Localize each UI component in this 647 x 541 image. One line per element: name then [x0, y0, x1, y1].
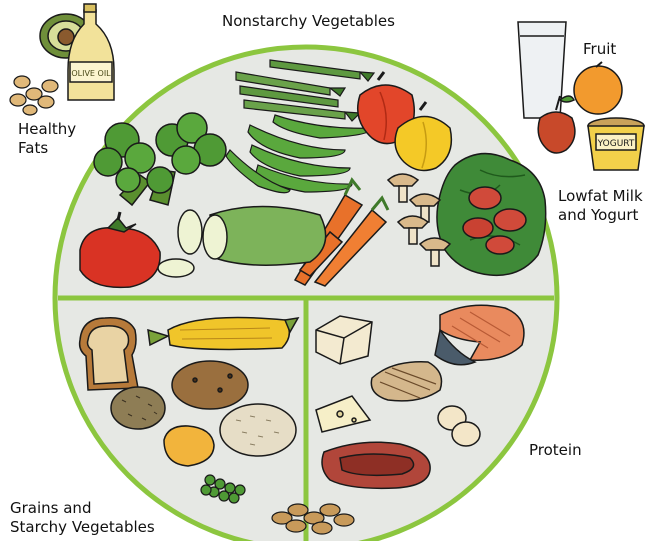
label-lowfat-milk-yogurt: Lowfat Milk and Yogurt: [558, 187, 643, 225]
bread-illustration: [80, 318, 138, 390]
label-nonstarchy-text: Nonstarchy Vegetables: [222, 12, 395, 31]
plate: [55, 47, 557, 541]
label-healthy-fats-line2: Fats: [18, 139, 76, 158]
yogurt-label: YOGURT: [597, 139, 635, 149]
peanuts-illustration: [10, 76, 58, 115]
label-milk-line2: and Yogurt: [558, 206, 643, 225]
yogurt-cup-illustration: YOGURT: [588, 118, 644, 170]
wild-rice-illustration: [111, 387, 165, 429]
orange-illustration: [574, 62, 622, 114]
steak-illustration: [322, 442, 430, 488]
label-healthy-fats: Healthy Fats: [18, 120, 76, 158]
label-grains-starchy: Grains and Starchy Vegetables: [10, 499, 155, 537]
label-grains-line2: Starchy Vegetables: [10, 518, 155, 537]
label-protein-text: Protein: [529, 441, 582, 460]
squash-illustration: [164, 426, 214, 466]
potato-illustration: [172, 361, 248, 409]
lettuce-tomato-illustration: [437, 154, 546, 276]
label-nonstarchy-vegetables: Nonstarchy Vegetables: [222, 12, 395, 31]
olive-oil-label: OLIVE OIL: [71, 69, 111, 78]
rice-illustration: [220, 404, 296, 456]
label-grains-line1: Grains and: [10, 499, 155, 518]
label-protein: Protein: [529, 441, 582, 460]
label-fruit: Fruit: [583, 40, 616, 59]
label-healthy-fats-line1: Healthy: [18, 120, 76, 139]
label-milk-line1: Lowfat Milk: [558, 187, 643, 206]
label-fruit-text: Fruit: [583, 40, 616, 59]
